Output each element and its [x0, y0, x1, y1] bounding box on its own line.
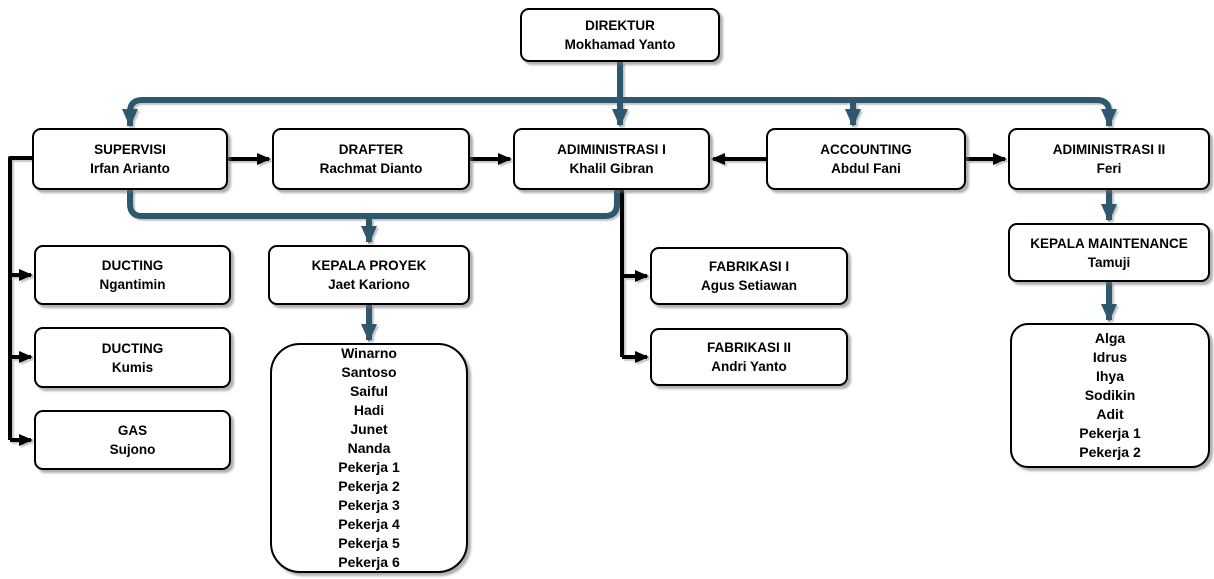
- node-ducting-ngantimin[interactable]: DUCTING Ngantimin: [34, 245, 231, 305]
- team-member: Pekerja 2: [338, 478, 400, 494]
- team-member: Sodikin: [1084, 387, 1136, 403]
- team-member: Santoso: [341, 364, 397, 380]
- team-member: Alga: [1094, 330, 1126, 346]
- node-administrasi-1[interactable]: ADIMINISTRASI I Khalil Gibran: [513, 128, 710, 190]
- node-title: DIREKTUR: [585, 18, 655, 33]
- node-title: FABRIKASI I: [708, 259, 790, 274]
- team-member: Nanda: [347, 440, 391, 456]
- node-accounting[interactable]: ACCOUNTING Abdul Fani: [766, 128, 966, 190]
- team-member: Junet: [350, 421, 388, 437]
- node-title: DUCTING: [101, 340, 164, 356]
- node-person: Ngantimin: [99, 277, 166, 292]
- connector-top-bus: [127, 97, 1112, 126]
- node-person: Sujono: [109, 442, 156, 457]
- node-title: SUPERVISI: [94, 142, 166, 157]
- connector-left-tree-spine: [8, 156, 32, 440]
- node-person: Jaet Kariono: [328, 277, 410, 292]
- node-title: KEPALA PROYEK: [311, 258, 427, 273]
- node-title: GAS: [117, 423, 148, 438]
- team-member: Ihya: [1095, 368, 1124, 384]
- node-title: ADIMINISTRASI I: [557, 142, 666, 157]
- node-person: Kumis: [111, 359, 154, 375]
- team-member: Pekerja 5: [338, 535, 400, 551]
- node-title: ACCOUNTING: [820, 142, 912, 157]
- node-person: Rachmat Dianto: [319, 161, 423, 176]
- team-member: Pekerja 6: [338, 554, 400, 570]
- team-member: Winarno: [341, 345, 397, 361]
- node-person: Feri: [1096, 161, 1122, 176]
- team-member: Pekerja 1: [1079, 425, 1141, 441]
- node-person: Mokhamad Yanto: [564, 37, 676, 52]
- node-supervisi[interactable]: SUPERVISI Irfan Arianto: [32, 128, 228, 190]
- team-member: Hadi: [353, 402, 385, 418]
- node-title: ADIMINISTRASI II: [1052, 142, 1166, 157]
- node-person: Andri Yanto: [711, 359, 787, 374]
- node-kepala-maintenance[interactable]: KEPALA MAINTENANCE Tamuji: [1008, 223, 1210, 282]
- team-member: Pekerja 2: [1079, 444, 1141, 460]
- node-ducting-kumis[interactable]: DUCTING Kumis: [34, 327, 231, 388]
- node-fabrikasi-2[interactable]: FABRIKASI II Andri Yanto: [650, 328, 848, 386]
- node-gas[interactable]: GAS Sujono: [34, 410, 231, 470]
- node-title: FABRIKASI II: [706, 340, 791, 355]
- node-maintenance-team-list[interactable]: Alga Idrus Ihya Sodikin Adit Pekerja 1 P…: [1010, 323, 1210, 468]
- node-proyek-team-list[interactable]: Winarno Santoso Saiful Hadi Junet Nanda …: [270, 343, 468, 573]
- node-direktur[interactable]: DIREKTUR Mokhamad Yanto: [520, 8, 720, 62]
- node-person: Khalil Gibran: [569, 161, 654, 176]
- team-member: Idrus: [1092, 349, 1128, 365]
- team-member: Pekerja 3: [338, 497, 400, 513]
- node-person: Irfan Arianto: [90, 161, 170, 176]
- node-title: KEPALA MAINTENANCE: [1030, 235, 1188, 251]
- node-kepala-proyek[interactable]: KEPALA PROYEK Jaet Kariono: [268, 245, 470, 305]
- connector-mid-bus: [127, 190, 620, 219]
- node-person: Abdul Fani: [831, 161, 901, 176]
- node-title: DRAFTER: [338, 142, 404, 157]
- team-member: Saiful: [349, 383, 389, 399]
- team-member: Adit: [1096, 406, 1124, 422]
- node-title: DUCTING: [101, 258, 164, 273]
- team-member: Pekerja 4: [338, 516, 400, 532]
- node-drafter[interactable]: DRAFTER Rachmat Dianto: [272, 128, 470, 190]
- node-person: Agus Setiawan: [700, 278, 798, 293]
- node-fabrikasi-1[interactable]: FABRIKASI I Agus Setiawan: [650, 247, 848, 305]
- node-person: Tamuji: [1087, 254, 1131, 270]
- team-member: Pekerja 1: [338, 459, 400, 475]
- node-administrasi-2[interactable]: ADIMINISTRASI II Feri: [1008, 128, 1210, 190]
